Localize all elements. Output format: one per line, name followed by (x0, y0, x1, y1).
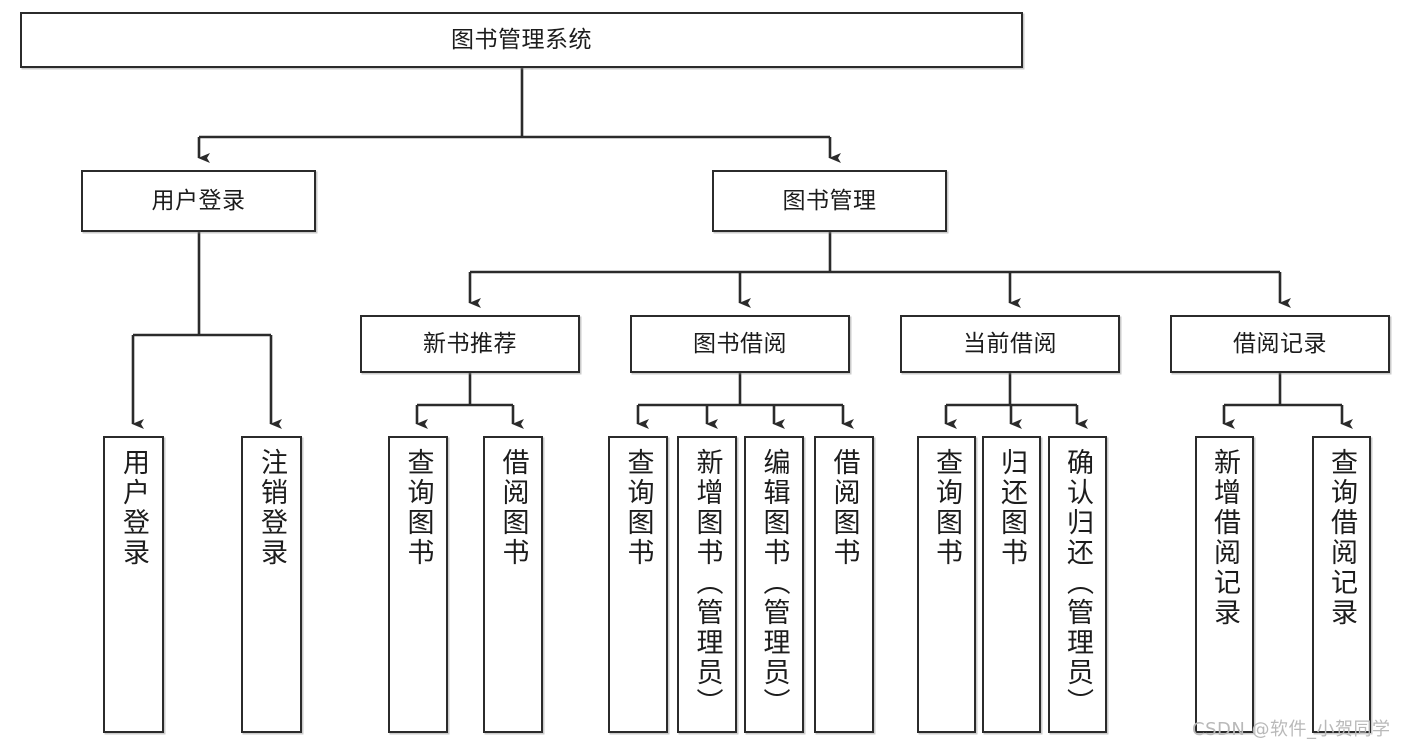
node-label: 确认归还（管理员） (1062, 448, 1093, 718)
node-label: 用户登录 (151, 187, 246, 214)
node-current-borrow[interactable]: 当前借阅 (900, 315, 1120, 373)
leaf-borrow-query-book[interactable]: 查询图书 (608, 436, 668, 733)
node-label: 编辑图书（管理员） (758, 448, 790, 718)
leaf-current-return-book[interactable]: 归还图书 (982, 436, 1041, 733)
leaf-user-login-signin[interactable]: 用户登录 (103, 436, 164, 733)
node-label: 查询图书 (931, 448, 962, 568)
node-book-management[interactable]: 图书管理 (712, 170, 947, 232)
leaf-borrow-borrow-book[interactable]: 借阅图书 (814, 436, 874, 733)
leaf-new-book-query[interactable]: 查询图书 (388, 436, 448, 733)
node-label: 新增借阅记录 (1209, 448, 1240, 628)
node-label: 当前借阅 (963, 330, 1057, 357)
node-label: 注销登录 (256, 448, 287, 568)
node-label: 图书管理系统 (451, 26, 592, 53)
watermark-text: CSDN @软件_小贺同学 (1192, 719, 1391, 740)
node-root-system[interactable]: 图书管理系统 (20, 12, 1023, 68)
leaf-new-book-borrow[interactable]: 借阅图书 (483, 436, 543, 733)
node-label: 查询图书 (622, 448, 654, 568)
node-label: 借阅图书 (497, 448, 529, 568)
leaf-borrow-edit-book[interactable]: 编辑图书（管理员） (744, 436, 804, 733)
node-label: 借阅记录 (1233, 330, 1327, 357)
node-label: 新书推荐 (423, 330, 517, 357)
leaf-record-query[interactable]: 查询借阅记录 (1312, 436, 1371, 733)
node-new-book-recommend[interactable]: 新书推荐 (360, 315, 580, 373)
leaf-current-query-book[interactable]: 查询图书 (917, 436, 976, 733)
node-book-borrow[interactable]: 图书借阅 (630, 315, 850, 373)
node-borrow-record[interactable]: 借阅记录 (1170, 315, 1390, 373)
node-label: 图书管理 (782, 187, 877, 214)
node-user-login[interactable]: 用户登录 (81, 170, 316, 232)
node-label: 查询借阅记录 (1326, 448, 1357, 628)
node-label: 新增图书（管理员） (691, 448, 723, 718)
leaf-record-add[interactable]: 新增借阅记录 (1195, 436, 1254, 733)
leaf-current-confirm-return[interactable]: 确认归还（管理员） (1048, 436, 1107, 733)
node-label: 查询图书 (402, 448, 434, 568)
node-label: 用户登录 (118, 448, 149, 568)
node-label: 借阅图书 (828, 448, 860, 568)
leaf-user-login-signout[interactable]: 注销登录 (241, 436, 302, 733)
node-label: 归还图书 (996, 448, 1027, 568)
leaf-borrow-add-book[interactable]: 新增图书（管理员） (677, 436, 737, 733)
node-label: 图书借阅 (693, 330, 787, 357)
